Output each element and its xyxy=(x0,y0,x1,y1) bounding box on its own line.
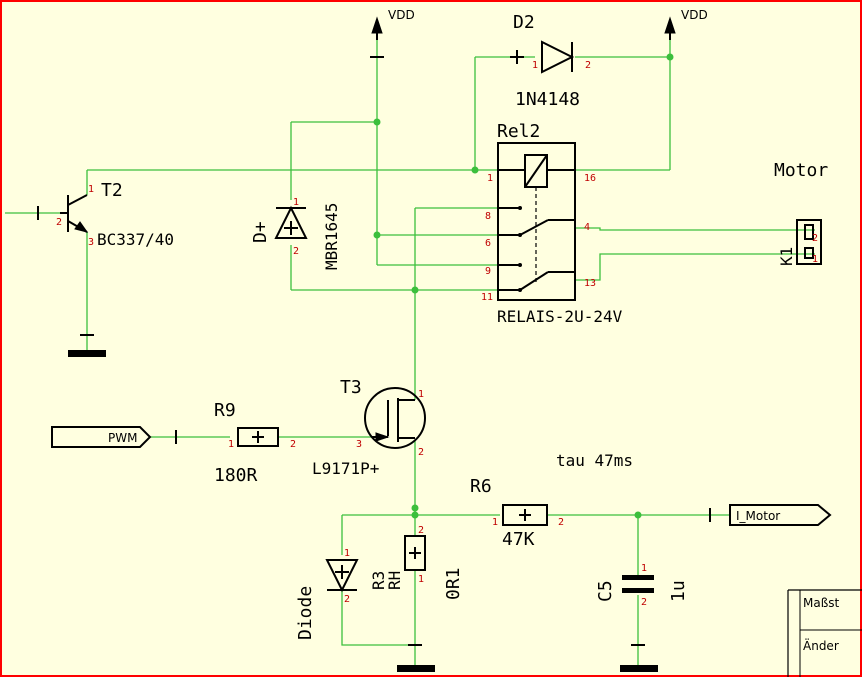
vdd-left-label: VDD xyxy=(388,8,415,22)
r6-ref: R6 xyxy=(470,476,492,497)
r9-pin2: 2 xyxy=(290,439,296,450)
r6-pin1: 1 xyxy=(492,517,498,528)
diode-ref: Diode xyxy=(295,586,316,640)
rel2-pin4: 4 xyxy=(584,222,590,233)
d2-pin2: 2 xyxy=(585,60,591,71)
rel2-pin16: 16 xyxy=(584,173,596,184)
r9-value: 180R xyxy=(214,465,258,486)
c5-ref: C5 xyxy=(595,580,616,602)
r9-pin1: 1 xyxy=(228,439,234,450)
diode-d2[interactable]: 1 2 D2 1N4148 xyxy=(510,12,591,110)
rel2-pin8: 8 xyxy=(485,211,491,222)
c5-pin1: 1 xyxy=(641,563,647,574)
vdd-right-symbol: VDD xyxy=(664,8,708,40)
rel2-pin13: 13 xyxy=(584,278,596,289)
r9-ref: R9 xyxy=(214,400,236,421)
wires xyxy=(5,40,815,665)
r3-value: 0R1 xyxy=(443,567,464,600)
d2-pin1: 1 xyxy=(532,60,538,71)
k1-pin2: 2 xyxy=(812,233,818,244)
tau-note: tau 47ms xyxy=(556,451,633,470)
k1-pin1: 1 xyxy=(812,254,818,265)
c5-value: 1u xyxy=(668,580,689,602)
k1-label: Motor xyxy=(774,160,828,181)
title-block: Maßst Änder xyxy=(787,589,862,677)
r3-ref2: RH xyxy=(385,571,404,590)
r3-pin2: 2 xyxy=(418,525,424,536)
t3-ref: T3 xyxy=(340,377,362,398)
dplus-value: MBR1645 xyxy=(322,203,341,270)
ground-c5 xyxy=(620,644,658,672)
dplus-pin2: 2 xyxy=(293,246,299,257)
t2-value: BC337/40 xyxy=(97,230,174,249)
k1-ref: K1 xyxy=(777,247,796,266)
rel2-pin9: 9 xyxy=(485,266,491,277)
resistor-r9[interactable]: 1 2 R9 180R xyxy=(214,400,296,486)
resistor-r3[interactable]: 2 1 R3 RH 0R1 xyxy=(369,525,464,600)
c5-pin2: 2 xyxy=(641,597,647,608)
ground-t2 xyxy=(68,334,106,357)
vdd-left-symbol: VDD xyxy=(370,8,415,58)
d2-ref: D2 xyxy=(513,12,535,33)
rel2-pin1: 1 xyxy=(487,173,493,184)
t3-pin3: 3 xyxy=(356,439,362,450)
t2-pin1: 1 xyxy=(88,184,94,195)
t3-value: L9171P+ xyxy=(312,459,379,478)
dplus-ref: D+ xyxy=(250,221,271,243)
r6-value: 47K xyxy=(502,529,535,550)
t3-pin1: 1 xyxy=(418,389,424,400)
diode-pin2: 2 xyxy=(344,594,350,605)
transistor-t3[interactable]: 1 2 3 T3 L9171P+ xyxy=(312,377,426,478)
vdd-right-label: VDD xyxy=(681,8,708,22)
rel2-value: RELAIS-2U-24V xyxy=(497,307,623,326)
i-motor-label: I_Motor xyxy=(736,509,780,523)
t2-pin3: 3 xyxy=(88,237,94,248)
diode-bottom[interactable]: 1 2 Diode xyxy=(295,548,359,640)
relay-rel2[interactable]: 1 16 8 6 4 9 13 11 Rel2 RELAIS-2U-24V xyxy=(481,121,623,326)
r6-pin2: 2 xyxy=(558,517,564,528)
capacitor-c5[interactable]: 1 2 C5 1u xyxy=(595,563,689,608)
diode-dplus[interactable]: 1 2 D+ MBR1645 xyxy=(250,197,341,270)
t2-ref: T2 xyxy=(101,180,123,201)
d2-value: 1N4148 xyxy=(515,89,580,110)
rel2-pin6: 6 xyxy=(485,238,491,249)
title-block-row2: Änder xyxy=(803,638,839,653)
ground-r3 xyxy=(397,644,435,672)
port-pwm[interactable]: PWM xyxy=(51,426,177,448)
rel2-ref: Rel2 xyxy=(497,121,540,142)
rel2-pin11: 11 xyxy=(481,292,493,303)
title-block-row1: Maßst xyxy=(803,596,840,610)
r3-ref: R3 xyxy=(369,571,388,590)
t3-pin2: 2 xyxy=(418,447,424,458)
r3-pin1: 1 xyxy=(418,574,424,585)
pwm-label: PWM xyxy=(108,431,137,445)
resistor-r6[interactable]: 1 2 R6 47K xyxy=(470,476,564,550)
junctions xyxy=(373,53,674,519)
transistor-t2[interactable]: 1 2 3 T2 BC337/40 xyxy=(37,180,174,249)
diode-pin1: 1 xyxy=(344,548,350,559)
dplus-pin1: 1 xyxy=(293,197,299,208)
port-i-motor[interactable]: I_Motor xyxy=(709,504,832,526)
t2-pin2: 2 xyxy=(56,217,62,228)
connector-k1[interactable]: 2 1 K1 Motor xyxy=(774,160,828,266)
